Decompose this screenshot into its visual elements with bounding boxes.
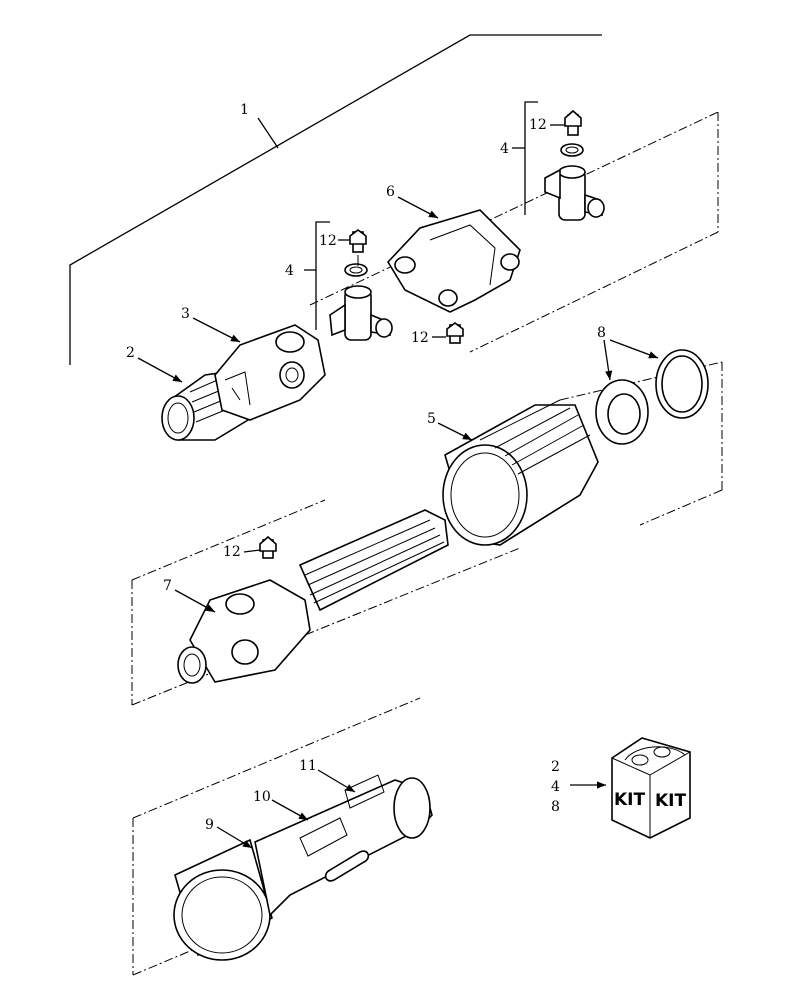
callout-11: 11 (299, 758, 317, 774)
leader-lines (137, 101, 659, 849)
callout-12-lone: 12 (411, 330, 429, 346)
assembly-bracket-1 (69, 34, 602, 365)
callout-9: 9 (205, 817, 214, 833)
part-8-bearing-ring (595, 379, 649, 445)
grease-fitting-lone (446, 322, 464, 344)
lower-group-boundary (132, 697, 421, 976)
part-9-guard-cone (173, 838, 273, 961)
part-4-cross-journal-left (329, 229, 393, 341)
kit-label-right: KIT (655, 791, 686, 811)
callout-numbers: 1 2 3 4 4 5 6 7 8 9 10 11 12 12 12 12 2 … (126, 102, 606, 833)
kit-callout-4: 4 (551, 779, 560, 795)
part-5-tube-housing (442, 399, 599, 546)
part-3-universal-yoke (214, 324, 326, 421)
callout-6: 6 (386, 184, 395, 200)
callout-5: 5 (427, 411, 436, 427)
part-6-flange-yoke (387, 209, 521, 313)
callout-10: 10 (253, 789, 271, 805)
part-7-splined-shaft-yoke (177, 509, 449, 684)
callout-8: 8 (597, 325, 606, 341)
callout-7: 7 (163, 578, 172, 594)
callout-4-upper: 4 (500, 141, 509, 157)
part-8-snap-ring (655, 349, 709, 419)
part-10-11-guard-tube (254, 774, 433, 917)
kit-box-icon: KIT KIT (611, 737, 691, 839)
callout-4-left: 4 (285, 263, 294, 279)
callout-2: 2 (126, 345, 135, 361)
callout-1: 1 (240, 102, 249, 118)
callout-3: 3 (181, 306, 190, 322)
kit-label-left: KIT (614, 790, 645, 810)
part-4-cross-journal-upper (544, 109, 605, 221)
kit-callout-2: 2 (551, 759, 560, 775)
callout-12-upper: 12 (529, 117, 547, 133)
callout-12-shaft: 12 (223, 544, 241, 560)
kit-callout-8: 8 (551, 799, 560, 815)
callout-12-left: 12 (319, 233, 337, 249)
upper-group-boundary (309, 111, 719, 353)
